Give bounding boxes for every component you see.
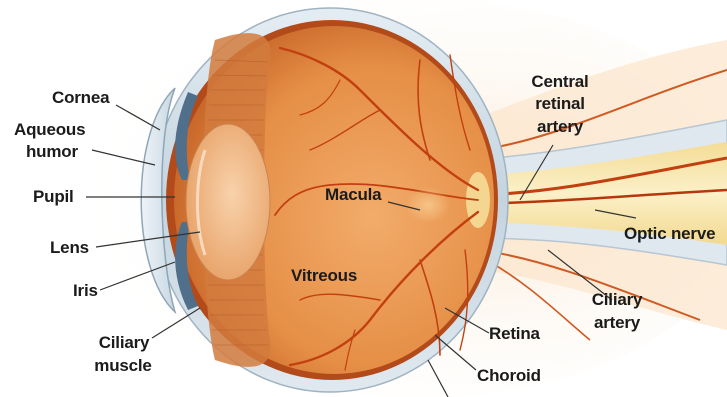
label-central-retinal-artery-line2: retinal bbox=[520, 94, 600, 113]
label-central-retinal-artery-line1: Central bbox=[520, 72, 600, 91]
label-vitreous: Vitreous bbox=[291, 266, 357, 285]
label-cornea: Cornea bbox=[52, 88, 109, 107]
label-choroid: Choroid bbox=[477, 366, 541, 385]
label-lens: Lens bbox=[50, 238, 89, 257]
label-ciliary-artery-line2: artery bbox=[580, 313, 654, 332]
label-macula: Macula bbox=[325, 185, 381, 204]
label-retina: Retina bbox=[489, 324, 540, 343]
label-aqueous-humor-line2: humor bbox=[26, 142, 78, 161]
macula-spot bbox=[406, 187, 450, 223]
label-ciliary-artery-line1: Ciliary bbox=[580, 290, 654, 309]
label-iris: Iris bbox=[73, 281, 98, 300]
label-central-retinal-artery-line3: artery bbox=[520, 117, 600, 136]
label-pupil: Pupil bbox=[33, 187, 74, 206]
label-ciliary-muscle-line2: muscle bbox=[86, 356, 160, 375]
label-optic-nerve: Optic nerve bbox=[624, 224, 715, 243]
label-aqueous-humor-line1: Aqueous bbox=[14, 120, 85, 139]
label-ciliary-muscle-line1: Ciliary bbox=[92, 333, 156, 352]
